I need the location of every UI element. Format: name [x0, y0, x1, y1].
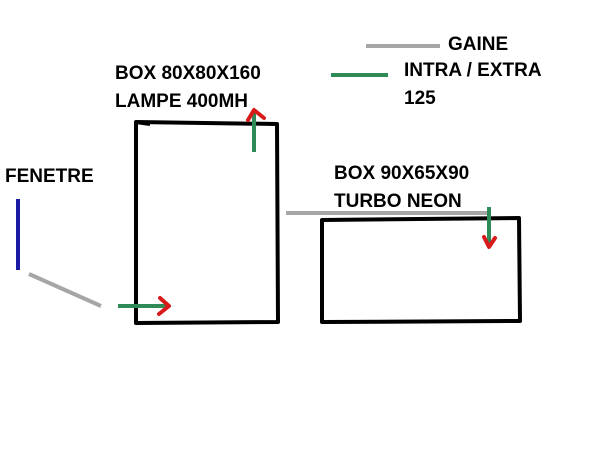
legend-intra-extra-label: INTRA / EXTRA: [404, 60, 542, 81]
box-small-outline: [320, 216, 522, 324]
box-large-outline: [134, 120, 280, 325]
box-large-extraction-arrow: [246, 108, 266, 122]
box-small-dimensions: BOX 90X65X90: [334, 163, 469, 184]
box-large-lamp: LAMPE 400MH: [115, 91, 248, 112]
box-small-intake-arrow: [482, 235, 497, 249]
gaine-fenetre-duct: [28, 272, 102, 308]
box-small-light: TURBO NEON: [334, 191, 462, 212]
legend-intra-extra-size: 125: [404, 88, 436, 109]
box-large-dimensions: BOX 80X80X160: [115, 63, 261, 84]
legend-gaine-label: GAINE: [448, 34, 508, 55]
fenetre-label: FENETRE: [5, 166, 94, 187]
box-large-intake-arrow: [157, 296, 171, 316]
box-large-corner-mark: [135, 120, 151, 126]
